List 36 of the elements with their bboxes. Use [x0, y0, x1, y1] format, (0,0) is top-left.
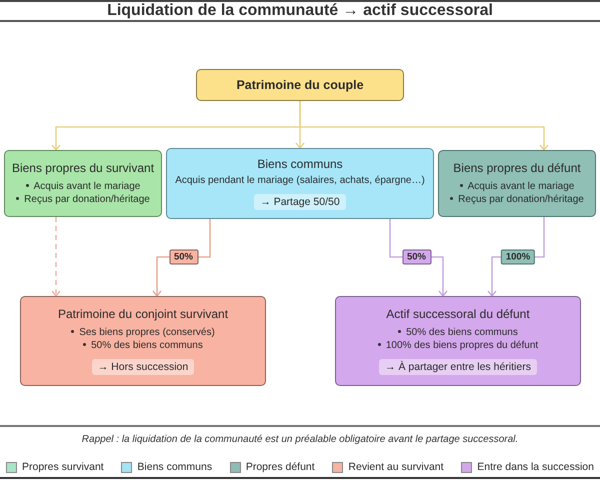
legend-label: Biens communs: [137, 461, 212, 473]
result-tag: → Partage 50/50: [254, 194, 346, 210]
list-item: 50% des biens communs: [406, 326, 518, 338]
result-tag: → À partager entre les héritiers: [379, 358, 537, 375]
box-title: Biens communs: [257, 156, 343, 171]
list-item: Ses biens propres (conservés): [79, 326, 215, 338]
box-title: Patrimoine du couple: [236, 78, 364, 92]
title: Liquidation de la communauté → actif successoral: [107, 2, 493, 20]
caption: Rappel : la liquidation de la communauté est un préalable obligatoire avant le partage successoral.: [80, 434, 520, 445]
list-item: 50% des biens communs: [91, 340, 203, 351]
list-item: 100% des biens propres du défunt: [386, 340, 538, 351]
category-box: [196, 69, 404, 101]
box-title: Patrimoine du conjoint survivant: [58, 307, 228, 322]
edge-label: 50%: [169, 250, 198, 264]
legend-label: Propres défunt: [246, 461, 315, 473]
box-title: Actif successoral du défunt: [386, 307, 530, 322]
list-item: Acquis avant le mariage: [468, 180, 574, 192]
box-title: Biens propres du survivant: [12, 161, 154, 176]
list-item: Reçus par donation/héritage: [24, 194, 150, 205]
category-box: [166, 148, 434, 219]
legend-label: Revient au survivant: [348, 461, 444, 473]
category-box: [438, 150, 596, 217]
list-item: Acquis avant le mariage: [34, 180, 140, 192]
edge-label: 50%: [402, 250, 431, 264]
legend-label: Entre dans la succession: [477, 461, 594, 473]
box-description: Acquis pendant le mariage (salaires, achats, épargne…): [175, 174, 425, 188]
category-box: [335, 296, 581, 386]
legend-label: Propres survivant: [22, 461, 104, 473]
box-title: Biens propres du défunt: [453, 161, 581, 176]
category-box: [20, 296, 266, 386]
edge-label: 100%: [500, 250, 536, 264]
arrow: [51, 217, 61, 297]
category-box: [4, 150, 162, 217]
result-tag: → Hors succession: [92, 358, 194, 375]
arrow: [299, 101, 549, 151]
list-item: Reçus par donation/héritage: [458, 194, 584, 205]
